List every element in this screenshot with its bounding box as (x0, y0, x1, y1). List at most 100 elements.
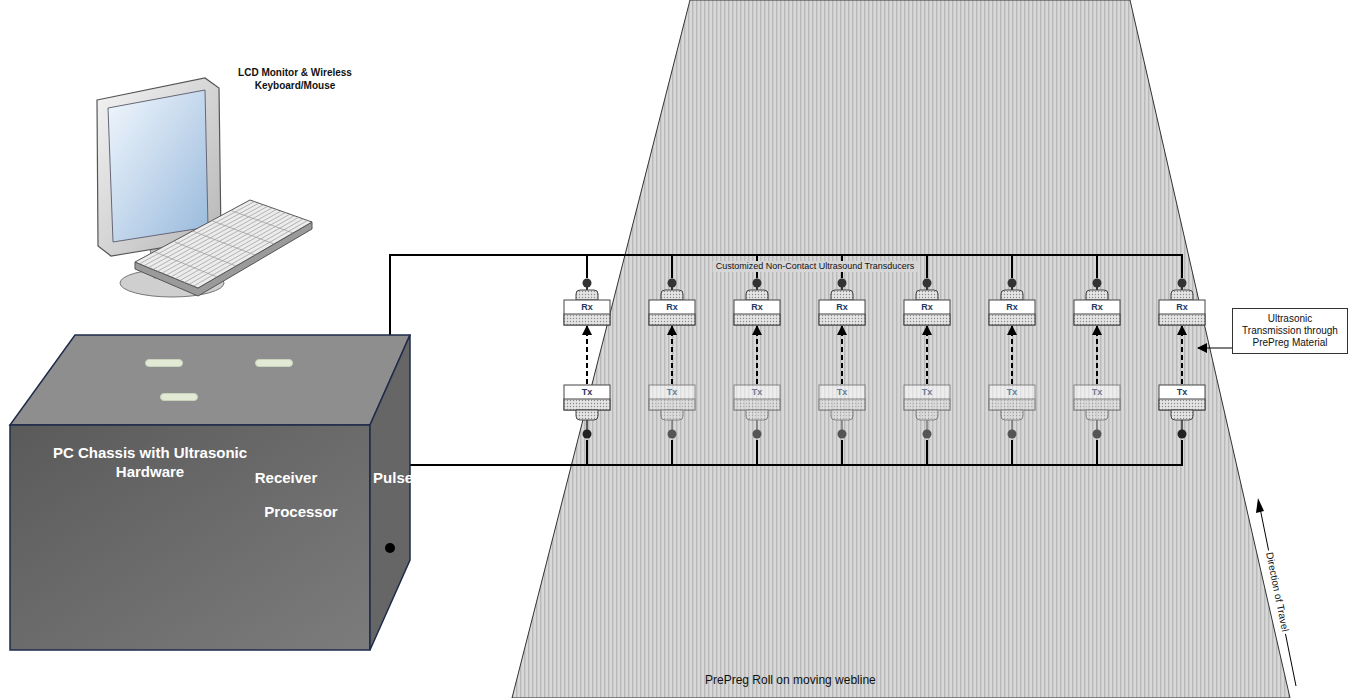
receiver-transducer: Rx (903, 278, 951, 326)
transducer-band (819, 314, 865, 325)
signal-wire (390, 255, 587, 335)
transducer-label: Tx (989, 386, 1035, 398)
pc-chassis: PC Chassis with Ultrasonic HardwareRecei… (10, 335, 410, 650)
transducer-label: Tx (734, 386, 780, 398)
transducer-face (1159, 300, 1205, 325)
transducer-label: Tx (1074, 386, 1120, 398)
transducer-label: Rx (649, 301, 695, 313)
transducer-face (904, 300, 950, 325)
signal-wire (390, 255, 757, 335)
key-gap (180, 216, 294, 281)
transmission-arrow (1011, 326, 1013, 384)
transducer-neck (841, 420, 843, 430)
hardware-module: Pulser (255, 359, 293, 367)
receiver-transducer: Rx (563, 278, 611, 326)
transducer-cap (1001, 290, 1023, 300)
transducer-label: Rx (1074, 301, 1120, 313)
transmission-arrow (926, 326, 928, 384)
signal-wire (410, 440, 1097, 465)
transmitter-transducer: Tx (1073, 384, 1121, 440)
key-gap (176, 214, 290, 279)
receiver-transducer: Rx (1073, 278, 1121, 326)
transducer-neck (586, 420, 588, 430)
transducer-label: Tx (904, 386, 950, 398)
transducer-neck (756, 420, 758, 430)
chassis-side (370, 335, 410, 650)
transducer-cap (746, 410, 768, 420)
hardware-module-text: Pulser (264, 468, 528, 487)
transducer-neck (1181, 420, 1183, 430)
transducer-cap (576, 290, 598, 300)
transducer-cap (1171, 290, 1193, 300)
chassis-top (10, 335, 410, 425)
key-gap (158, 208, 273, 271)
transducer-cap (661, 290, 683, 300)
signal-wire (410, 440, 757, 465)
signal-wire (410, 440, 1182, 465)
transducer-label: Rx (734, 301, 780, 313)
cable-dot (838, 430, 847, 439)
prepreg-roll: PrePreg Roll on moving webline (512, 0, 1290, 698)
transducer-label: Rx (819, 301, 865, 313)
transducer-band (904, 399, 950, 410)
transducer-face (1159, 385, 1205, 410)
signal-wire (390, 255, 1097, 335)
transducer-band (989, 314, 1035, 325)
transducer-neck (926, 420, 928, 430)
key-gap (149, 205, 264, 268)
transducer-band (1074, 314, 1120, 325)
keyboard-keys (140, 202, 308, 287)
travel-arrow (1260, 508, 1296, 686)
transducer-band (734, 314, 780, 325)
transmitter-transducer: Tx (733, 384, 781, 440)
cable-dot (838, 279, 847, 288)
signal-wire (410, 440, 587, 465)
cable-dot (668, 430, 677, 439)
cable-dot (1093, 430, 1102, 439)
transducer-face (1074, 385, 1120, 410)
transducer-band (1074, 399, 1120, 410)
transducer-label: Tx (649, 386, 695, 398)
key-gap (167, 211, 282, 275)
signal-wire (410, 440, 842, 465)
cable-dot (583, 430, 592, 439)
transducer-label: Tx (1159, 386, 1205, 398)
cable-dot (1008, 430, 1017, 439)
transducer-cap (661, 410, 683, 420)
transducer-face (649, 300, 695, 325)
transducer-face (989, 385, 1035, 410)
key-gap (171, 213, 285, 277)
transducer-label: Rx (904, 301, 950, 313)
key-gap (140, 202, 255, 264)
transducer-face (564, 300, 610, 325)
key-gap (144, 203, 259, 266)
transmitter-transducer: Tx (903, 384, 951, 440)
key-gap (153, 206, 268, 269)
transducer-band (1159, 399, 1205, 410)
transducer-band (904, 314, 950, 325)
transducer-label: Tx (819, 386, 865, 398)
cable-dot (753, 279, 762, 288)
transducer-face (1074, 300, 1120, 325)
transmitter-transducer: Tx (1158, 384, 1206, 440)
transducer-band (564, 399, 610, 410)
signal-wire (390, 255, 1182, 335)
cable-dot (923, 279, 932, 288)
transducer-label: Rx (564, 301, 610, 313)
transducer-face (734, 385, 780, 410)
receiver-transducer: Rx (988, 278, 1036, 326)
hardware-module: Processor (160, 393, 198, 401)
key-gap (189, 219, 303, 284)
prepreg-roll-text: PrePreg Roll on moving webline (705, 673, 876, 687)
cable-dot (1093, 279, 1102, 288)
transmission-arrow (1181, 326, 1183, 384)
transducer-band (989, 399, 1035, 410)
transmitter-transducer: Tx (648, 384, 696, 440)
key-gap (162, 209, 277, 273)
key-gap (185, 217, 299, 282)
cable-dot (583, 279, 592, 288)
monitor-screen (108, 90, 208, 242)
travel-arrowhead (1256, 498, 1264, 513)
receiver-transducer: Rx (1158, 278, 1206, 326)
cable-dot (668, 279, 677, 288)
